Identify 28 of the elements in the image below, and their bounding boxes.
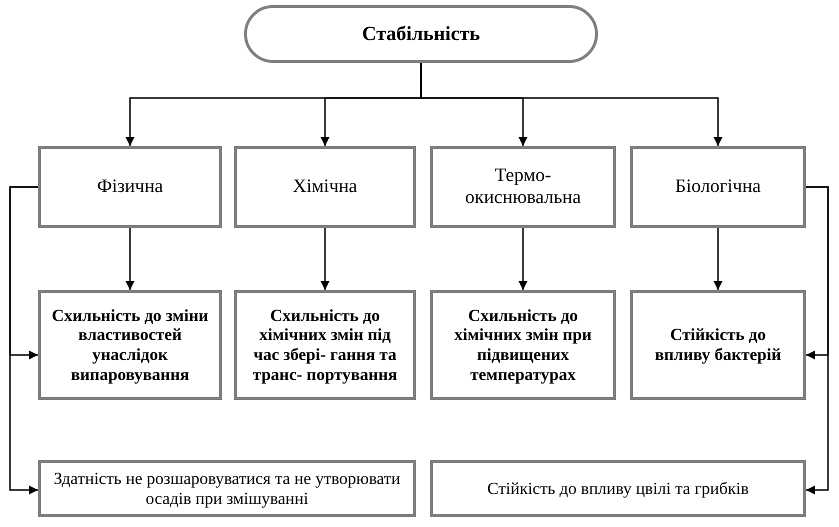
node-text: Стабільність bbox=[362, 22, 480, 46]
arrow bbox=[806, 186, 829, 494]
process-box bbox=[430, 146, 616, 228]
node-text: Схильність до зміни властивостей унаслідок випаровування bbox=[50, 306, 210, 384]
node-text: Схильність до хімічних змін під час збері- гання та транс- портування bbox=[252, 306, 398, 384]
arrow bbox=[126, 228, 134, 290]
process-box bbox=[38, 460, 416, 517]
arrow bbox=[320, 228, 330, 290]
process-box bbox=[430, 290, 616, 400]
node-text: Здатність не розшаровуватися та не утворювати осадів при змішуванні bbox=[52, 468, 402, 508]
arrow bbox=[9, 186, 38, 494]
process-box bbox=[630, 146, 806, 228]
process-box bbox=[630, 290, 806, 400]
node-text: Біологічна bbox=[675, 176, 761, 198]
arrow bbox=[518, 228, 528, 290]
node-text: Схильність до хімічних змін при підвищених температурах bbox=[453, 306, 593, 384]
process-box bbox=[38, 290, 222, 400]
process-box bbox=[234, 146, 416, 228]
process-box bbox=[38, 146, 222, 228]
arrow bbox=[714, 228, 722, 290]
process-box bbox=[430, 460, 806, 517]
node-text: Хімічна bbox=[292, 176, 358, 198]
arrow bbox=[420, 63, 722, 146]
node-text: Фізична bbox=[96, 176, 164, 198]
node-text: Стійкість до впливу бактерій bbox=[654, 325, 782, 365]
node-text: Стійкість до впливу цвілі та грибків bbox=[487, 478, 749, 498]
node-text: Термо- окиснювальна bbox=[464, 165, 582, 209]
process-box bbox=[234, 290, 416, 400]
